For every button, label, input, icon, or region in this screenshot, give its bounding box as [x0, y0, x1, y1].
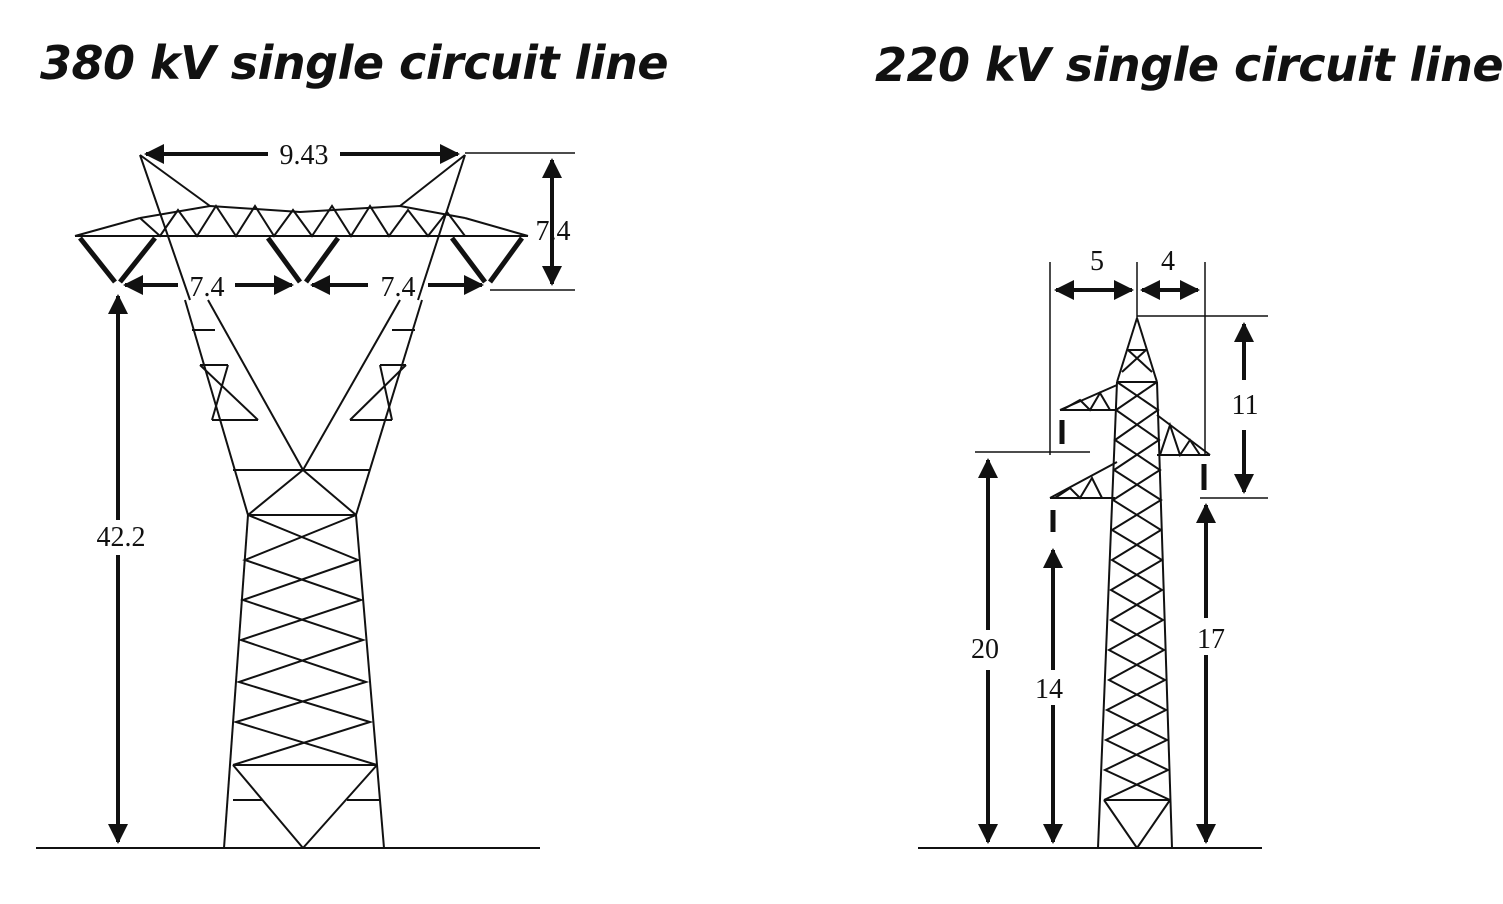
title-380kv: 380 kV single circuit line: [40, 36, 669, 90]
insulators-220kv: [1050, 420, 1207, 532]
tower-diagram: 9.43 7.4 7.4 7.4 42.2: [36, 140, 1268, 849]
dim-label-left-lower-height: 14: [1035, 674, 1063, 705]
dim-label-conductor-height: 42.2: [97, 522, 146, 553]
tower-380kv: [36, 152, 575, 849]
dim-label-left-upper-height: 20: [971, 634, 999, 665]
dim-label-arm-right: 4: [1161, 246, 1175, 277]
dim-label-phase-left: 7.4: [190, 272, 225, 303]
dim-label-top-width: 9.43: [280, 140, 329, 171]
dim-arrows-220kv: [978, 280, 1254, 844]
dim-label-top-height: 7.4: [536, 216, 571, 247]
title-220kv: 220 kV single circuit line: [875, 38, 1503, 92]
dim-label-top-to-arm: 11: [1232, 390, 1259, 421]
dim-arrows-380kv: [108, 144, 562, 844]
dim-label-phase-right: 7.4: [381, 272, 416, 303]
dim-label-arm-left: 5: [1090, 246, 1104, 277]
dim-label-right-height: 17: [1197, 624, 1225, 655]
tower-220kv: [918, 262, 1268, 849]
